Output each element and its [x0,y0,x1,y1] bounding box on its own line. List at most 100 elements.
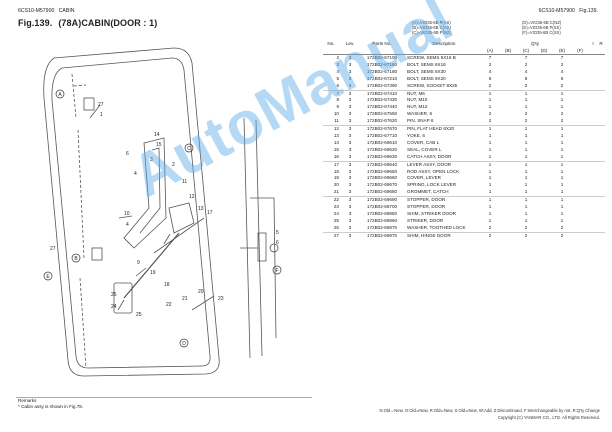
cell-desc: NUT, M12 [407,104,428,110]
cell-desc: CATCH ASSY, DOOR [407,153,481,162]
cell-qty [499,104,517,111]
cell-qty [571,169,589,176]
cell-qty [535,175,553,182]
cell-no: 18 [333,168,339,174]
cell-no: 16 [323,153,343,162]
cell-qty: 1 [524,168,528,174]
cell-part: 172B02-69650 [366,168,398,174]
cell-no: 20 [333,182,339,188]
spring-lock-lever [153,217,205,254]
cell-qty [535,161,553,168]
cell-part: 172B02-67670 [366,126,398,132]
cell-ir [597,197,605,204]
cell-qty [535,111,553,118]
section-name: CABIN [58,8,75,14]
cell-no: 10 [333,111,339,117]
hinge-lower [91,247,103,261]
striker-door [257,232,267,262]
svg-text:20: 20 [198,289,204,295]
cell-qty [499,126,517,133]
cell-qty: 1 [560,204,564,210]
cell-qty: 6 [488,75,492,81]
copyright: Copyright (C) YANMAR CO., LTD. All Right… [497,415,600,420]
cell-no: 2 [336,55,339,60]
cell-qty [571,232,589,239]
cell-qty: 2 [481,224,499,233]
cell-ir [589,140,597,147]
cell-lev: 3 [348,90,352,96]
cell-qty [535,126,553,133]
cell-ir [597,232,605,239]
cell-qty: 1 [517,189,535,198]
cell-no: 6 [323,82,343,91]
cell-qty [535,55,553,62]
cell-qty: 1 [524,210,528,216]
cell-desc: BOLT, SEMS 8X20 [407,75,446,81]
svg-text:26: 26 [111,292,117,298]
cell-desc: COVER, CAB L [407,139,440,145]
cell-qty [499,189,517,198]
svg-text:B: B [74,256,78,262]
cell-ir [597,140,605,147]
cell-part: 172B02-69620 [366,146,398,152]
cell-lev: 3 [348,55,352,60]
cell-qty [571,133,589,140]
cell-desc: NUT, M10 [407,97,428,103]
cell-ir [589,126,597,133]
cell-ir [589,62,597,69]
cell-qty: 1 [560,161,564,167]
cell-no: 25 [333,217,339,223]
cell-qty [535,90,553,97]
cell-no: 3 [336,61,339,67]
cell-desc: STRIKER, DOOR [407,217,444,223]
lever-assy-door [168,202,195,234]
cell-no: 9 [336,104,339,110]
cell-qty: 1 [524,126,528,132]
cell-part: 172B02-69850 [366,210,398,216]
svg-text:6: 6 [126,151,129,157]
cell-ir [597,204,605,211]
remarks-note: * Cabin assy is shown in Fig.78. [18,404,84,409]
svg-text:18: 18 [164,282,170,288]
cell-qty [571,90,589,97]
cell-lev: 3 [348,217,352,223]
cell-desc: LEVER ASSY, DOOR [407,161,452,167]
cell-qty: 1 [560,146,564,152]
door-frame-outer [43,47,220,377]
cell-qty: 1 [488,161,492,167]
cell-qty: 1 [524,175,528,181]
cell-qty [535,218,553,225]
cell-desc: SEAL, COVER L [407,146,442,152]
cell-qty: 1 [560,104,564,110]
cell-qty: 1 [560,217,564,223]
cell-no: 19 [333,175,339,181]
cell-lev: 3 [343,224,357,233]
cell-part: 172B02-69640 [366,161,398,167]
cell-qty: 2 [560,111,564,117]
cell-part: 172B02-67100 [366,55,398,60]
cell-qty [571,161,589,168]
cell-lev: 3 [348,132,352,138]
remarks: Remarks * Cabin assy is shown in Fig.78. [18,398,83,410]
cell-qty [499,232,517,239]
cell-desc: STOPPER, DOOR [407,204,446,210]
cell-qty [499,224,517,233]
remarks-divider [16,397,312,398]
cell-qty [499,69,517,76]
cover-cab-l [123,137,167,249]
svg-text:1: 1 [100,112,103,118]
cell-qty [571,97,589,104]
cell-qty [571,147,589,154]
cell-qty [571,62,589,69]
cell-part: 172B02-69700 [366,204,398,210]
cell-qty [499,118,517,127]
cell-qty: 1 [488,97,492,103]
cell-lev: 3 [348,146,352,152]
figure-number: Fig.139. [18,18,53,28]
